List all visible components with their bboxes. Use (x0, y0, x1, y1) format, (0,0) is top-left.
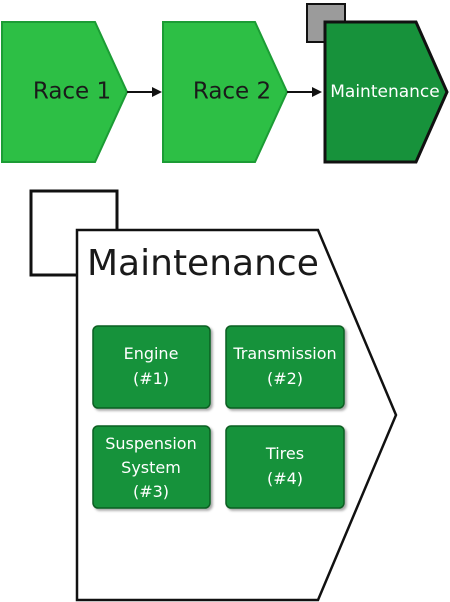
tile-transmission-box (225, 325, 345, 409)
tile-suspension-box (92, 425, 211, 509)
tile-suspension-name-1: Suspension (105, 434, 196, 453)
tile-transmission[interactable]: Transmission (#2) (225, 325, 345, 409)
tile-engine[interactable]: Engine (#1) (92, 325, 211, 409)
subprocess-title: Maintenance (87, 243, 319, 284)
step-race-1-label: Race 1 (33, 79, 111, 105)
step-race-2-label: Race 2 (193, 79, 271, 105)
tile-suspension-number: (#3) (133, 482, 169, 501)
subprocess-expanded: Maintenance Engine (#1) Transmission (#2… (29, 189, 398, 602)
tile-suspension-system[interactable]: Suspension System (#3) (92, 425, 211, 509)
tile-engine-box (92, 325, 211, 409)
step-maintenance[interactable]: Maintenance (306, 3, 449, 164)
top-process-flow: Race 1 Race 2 Maintenance (1, 3, 449, 164)
tile-transmission-number: (#2) (267, 369, 303, 388)
step-maintenance-label: Maintenance (330, 82, 439, 102)
tile-tires-box (225, 425, 345, 509)
tile-engine-name: Engine (124, 344, 179, 363)
tile-tires[interactable]: Tires (#4) (225, 425, 345, 509)
step-race-1[interactable]: Race 1 (1, 21, 129, 163)
step-race-1-shape (1, 21, 129, 163)
tile-transmission-name: Transmission (232, 344, 336, 363)
tile-tires-number: (#4) (267, 469, 303, 488)
tile-suspension-name-2: System (121, 458, 181, 477)
step-race-2[interactable]: Race 2 (162, 21, 289, 163)
tile-tires-name: Tires (265, 444, 304, 463)
subprocess-outline (75, 228, 398, 602)
step-maintenance-shape (323, 20, 449, 164)
tile-engine-number: (#1) (133, 369, 169, 388)
step-race-2-shape (162, 21, 289, 163)
